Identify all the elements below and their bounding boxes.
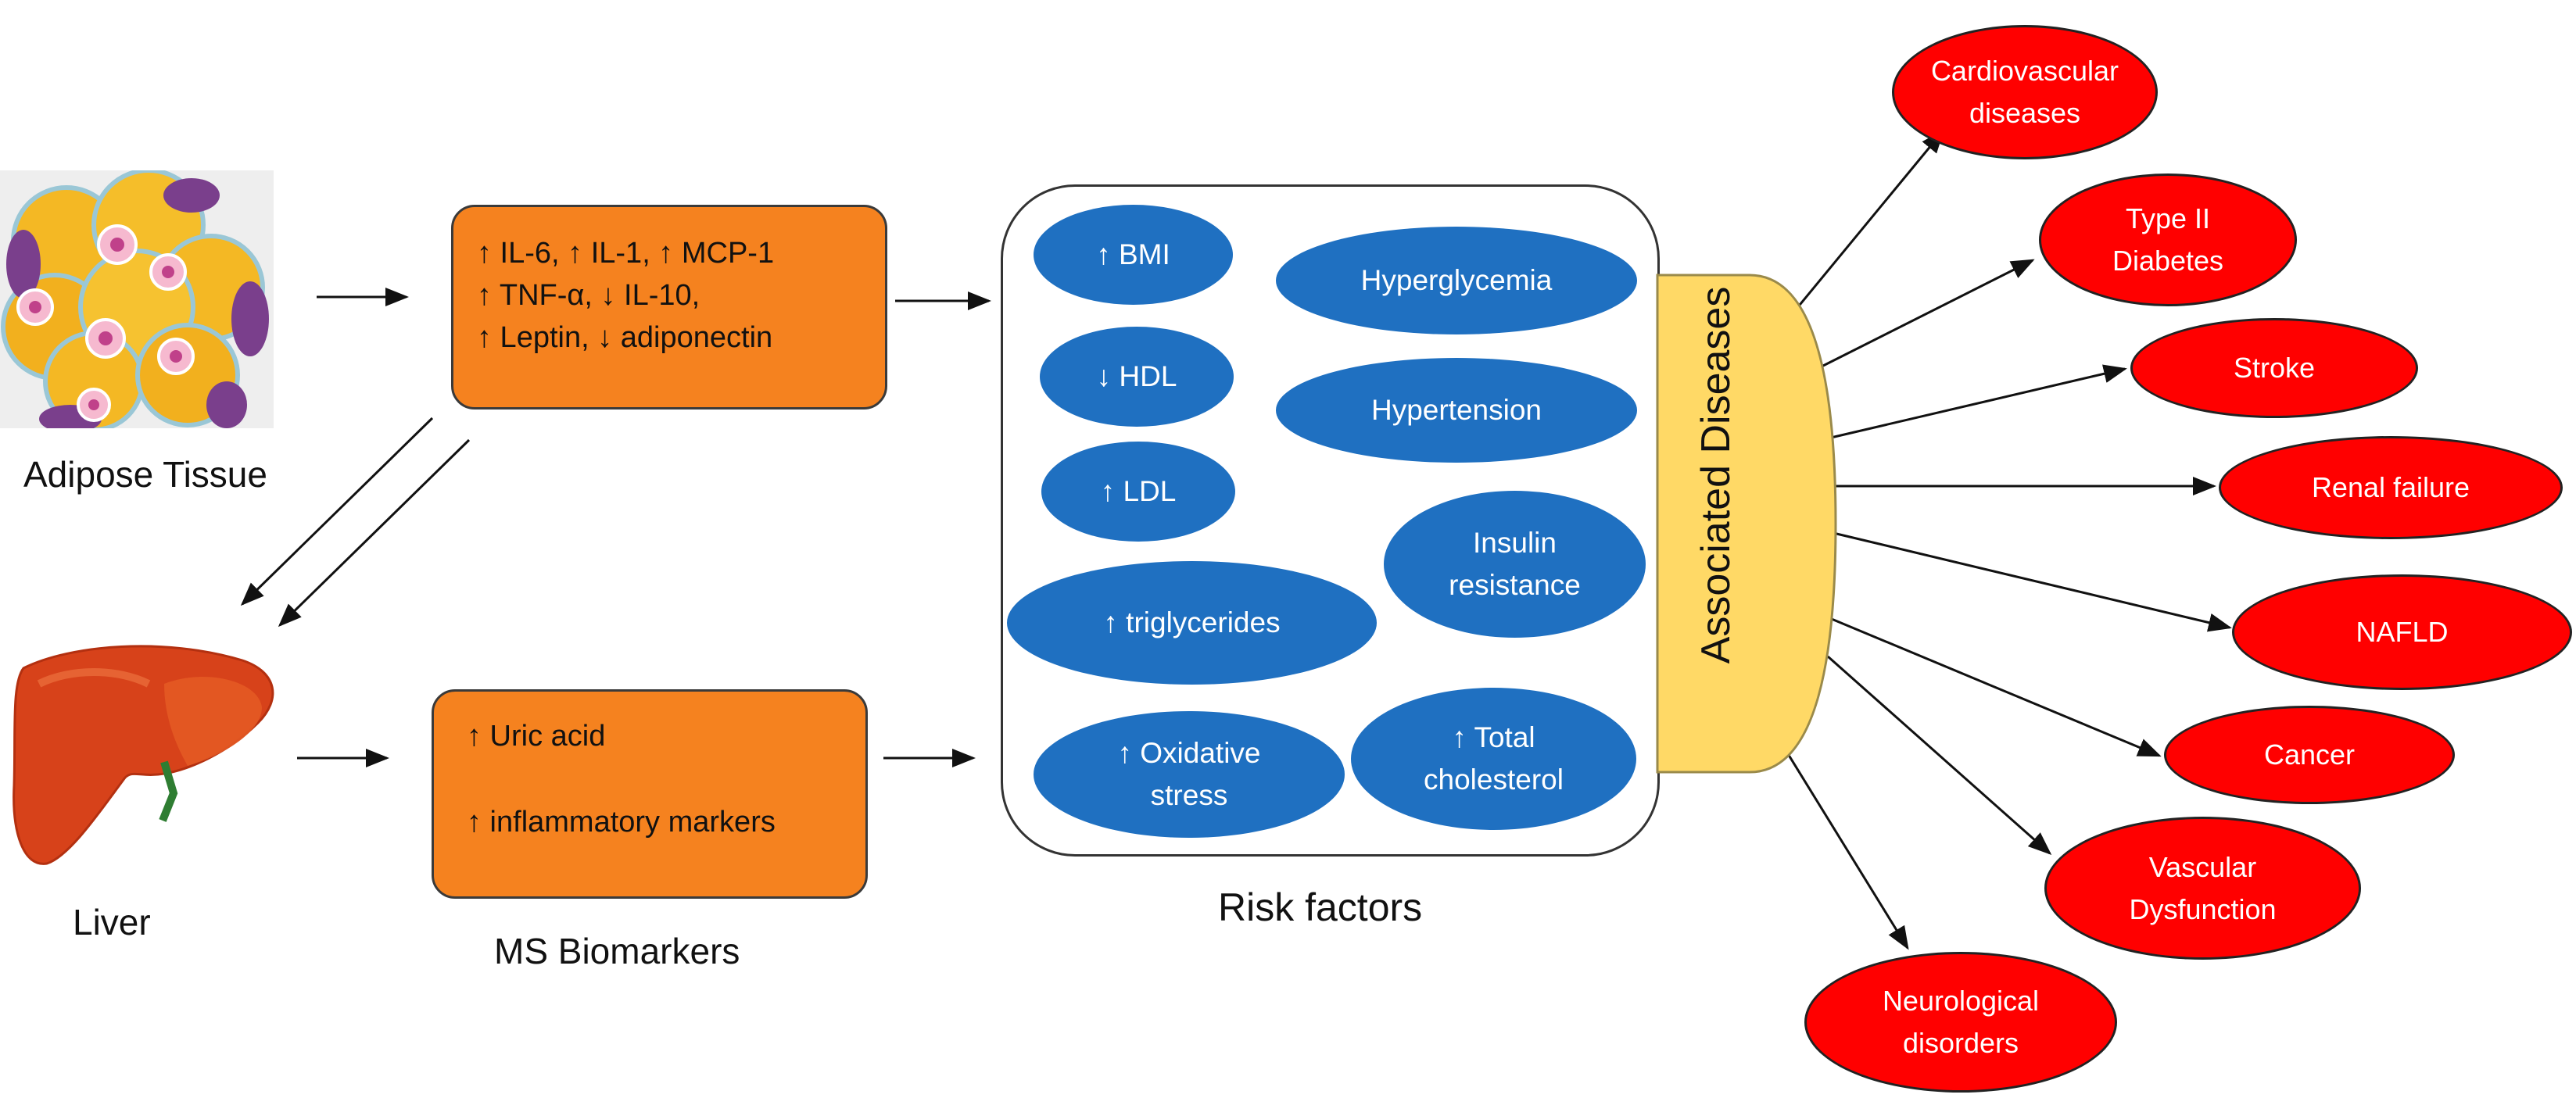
arrow-to-cancer xyxy=(1827,616,2162,757)
associated-diseases-panel xyxy=(1656,274,1837,774)
disease-stroke: Stroke xyxy=(2130,318,2418,418)
arrow-to-neuro xyxy=(1779,742,1909,950)
arrow-adipose-to-liver xyxy=(240,417,434,606)
adipose-biomarker-box: ↑ IL-6, ↑ IL-1, ↑ MCP-1 ↑ TNF-α, ↓ IL-10… xyxy=(451,205,887,410)
liver-label: Liver xyxy=(73,902,151,942)
biomarker-line: ↑ IL-6, ↑ IL-1, ↑ MCP-1 xyxy=(477,237,775,270)
arrow-to-vascular xyxy=(1827,655,2052,855)
disease-renal-failure: Renal failure xyxy=(2219,436,2563,539)
risk-factors-label: Risk factors xyxy=(1218,885,1423,929)
risk-oxidative-stress: ↑ Oxidative stress xyxy=(1034,711,1345,838)
liver-image xyxy=(13,645,274,865)
adipose-tissue-image xyxy=(0,170,274,428)
risk-total-cholesterol: ↑ Total cholesterol xyxy=(1351,688,1636,830)
risk-insulin-resistance: Insulin resistance xyxy=(1384,491,1646,638)
biomarker-line: ↑ Leptin, ↓ adiponectin xyxy=(477,321,773,354)
biomarker-line: ↑ inflammatory markers xyxy=(467,806,776,839)
risk-triglycerides: ↑ triglycerides xyxy=(1007,561,1377,685)
risk-bmi: ↑ BMI xyxy=(1034,205,1233,305)
arrow-liver-to-adipose xyxy=(278,438,471,628)
arrow-to-cardio xyxy=(1795,129,1944,309)
arrow-to-nafld xyxy=(1833,531,2232,632)
disease-vascular-dysfunction: Vascular Dysfunction xyxy=(2044,817,2361,960)
ms-biomarker-box: ↑ Uric acid ↑ inflammatory markers xyxy=(432,689,868,899)
biomarker-line: ↑ TNF-α, ↓ IL-10, xyxy=(477,279,700,312)
risk-hdl: ↓ HDL xyxy=(1040,327,1234,427)
adipose-tissue-label: Adipose Tissue xyxy=(23,454,267,495)
disease-cancer: Cancer xyxy=(2164,706,2455,804)
disease-nafld: NAFLD xyxy=(2232,574,2572,690)
disease-cardiovascular: Cardiovascular diseases xyxy=(1892,25,2158,159)
disease-neurological-disorders: Neurological disorders xyxy=(1804,952,2117,1093)
risk-hyperglycemia: Hyperglycemia xyxy=(1276,227,1637,334)
disease-type2-diabetes: Type II Diabetes xyxy=(2039,173,2297,306)
arrow-to-stroke xyxy=(1830,364,2127,439)
risk-hypertension: Hypertension xyxy=(1276,358,1637,463)
associated-diseases-label: Associated Diseases xyxy=(1693,286,1739,664)
biomarker-line: ↑ Uric acid xyxy=(467,720,606,753)
risk-ldl: ↑ LDL xyxy=(1041,442,1235,542)
ms-biomarkers-label: MS Biomarkers xyxy=(494,931,740,971)
arrow-to-diabetes xyxy=(1819,259,2035,369)
